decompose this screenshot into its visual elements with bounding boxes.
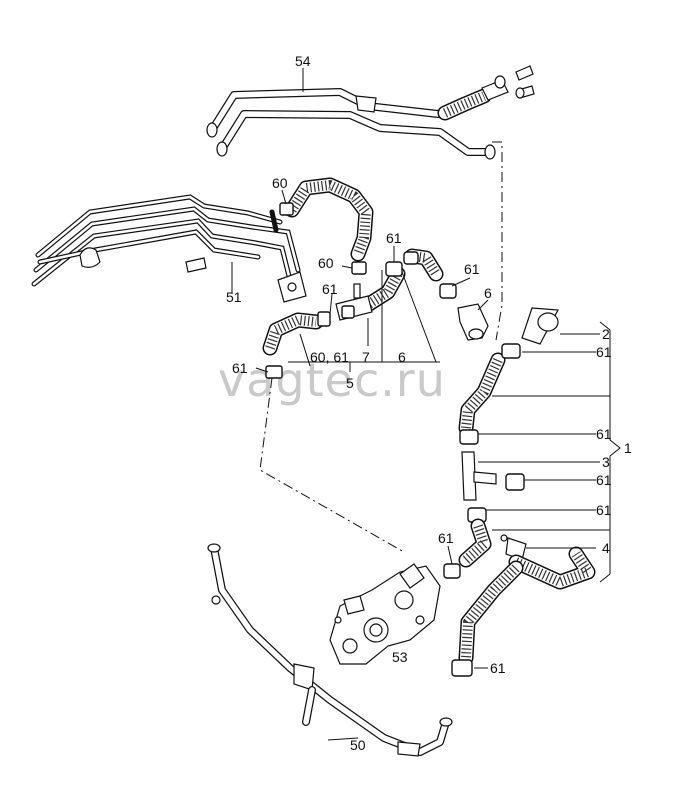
clamp-61-h: [505, 473, 525, 491]
clamp-61-d: [439, 283, 457, 299]
pipe-assembly-54: [206, 88, 496, 160]
clamp-61-g: [459, 429, 479, 445]
connector-6: [457, 303, 489, 341]
callout-labels: 54 60 60 61 61 61 6 51 60, 61 7 6 5 61 2…: [226, 53, 632, 753]
hose-assembly-1: [443, 307, 596, 666]
label-54: 54: [295, 53, 311, 69]
clamp-61-b: [341, 305, 355, 319]
label-3: 3: [602, 454, 610, 470]
dash-line-lower: [259, 377, 405, 553]
label-61-lower: 61: [490, 660, 506, 676]
label-51: 51: [226, 289, 242, 305]
housing-53: [329, 563, 441, 665]
clamp-61-c: [385, 261, 403, 277]
label-6-connector: 6: [484, 285, 492, 301]
label-1: 1: [624, 440, 632, 456]
label-4: 4: [602, 540, 610, 556]
label-61-r4: 61: [596, 502, 612, 518]
label-60-upper: 60: [272, 175, 288, 191]
clamp-61-f: [501, 343, 521, 359]
label-2: 2: [602, 326, 610, 342]
clamp-60-middle: [351, 261, 367, 275]
label-60-middle: 60: [318, 255, 334, 271]
leader-lines: [231, 68, 621, 741]
hose-54: [437, 65, 535, 121]
label-61-far-left: 61: [232, 360, 248, 376]
upper-hose: [284, 177, 374, 262]
label-61-r3: 61: [596, 472, 612, 488]
label-7: 7: [362, 349, 370, 365]
pipe-bundle-51: [31, 194, 307, 303]
label-50: 50: [350, 737, 366, 753]
label-61-center: 61: [438, 530, 454, 546]
label-6-group: 6: [398, 349, 406, 365]
label-5: 5: [346, 375, 354, 391]
clamp-61-e: [265, 365, 283, 379]
dash-line-upper: [492, 141, 503, 341]
label-61-left: 61: [322, 281, 338, 297]
label-53: 53: [392, 649, 408, 665]
label-61-top: 61: [386, 230, 402, 246]
clamp-61-a: [317, 311, 331, 327]
t-piece-3: [461, 451, 477, 501]
clamp-61-j: [443, 563, 461, 579]
clamp-61-lower: [451, 659, 473, 677]
label-61-right-top: 61: [464, 261, 480, 277]
clamp-60-upper: [279, 202, 294, 216]
label-61-r2: 61: [596, 426, 612, 442]
label-60-61: 60, 61: [310, 349, 349, 365]
pipe-50: [207, 543, 453, 757]
label-61-r1: 61: [596, 344, 612, 360]
